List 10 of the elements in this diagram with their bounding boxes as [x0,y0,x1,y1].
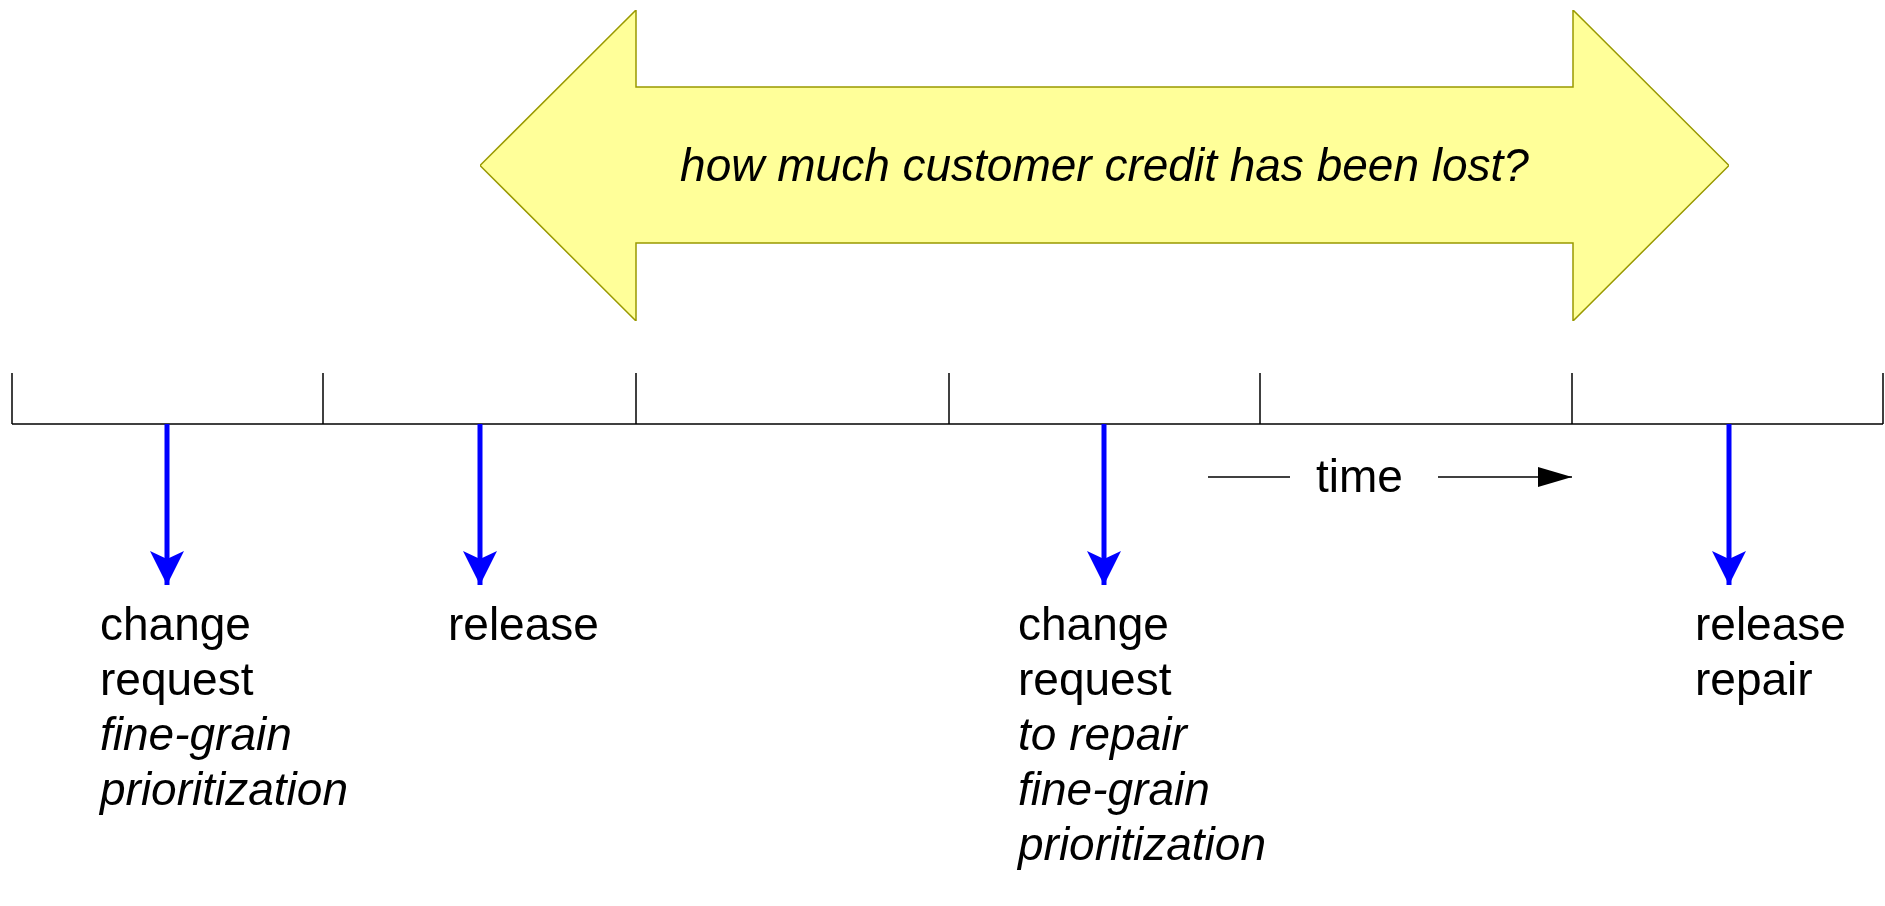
note-text: to repair fine-grain prioritization [1018,707,1267,872]
question-text: how much customer credit has been lost? [679,137,1530,193]
event-label: release repair [1695,597,1847,707]
note-text: fine-grain prioritization [100,707,349,817]
axis-label: time [1316,449,1403,504]
event-arrow [463,424,497,585]
event-arrow [150,424,184,585]
event-arrow [1712,424,1746,585]
event-label: release [448,597,600,652]
event-arrow [1087,424,1121,585]
